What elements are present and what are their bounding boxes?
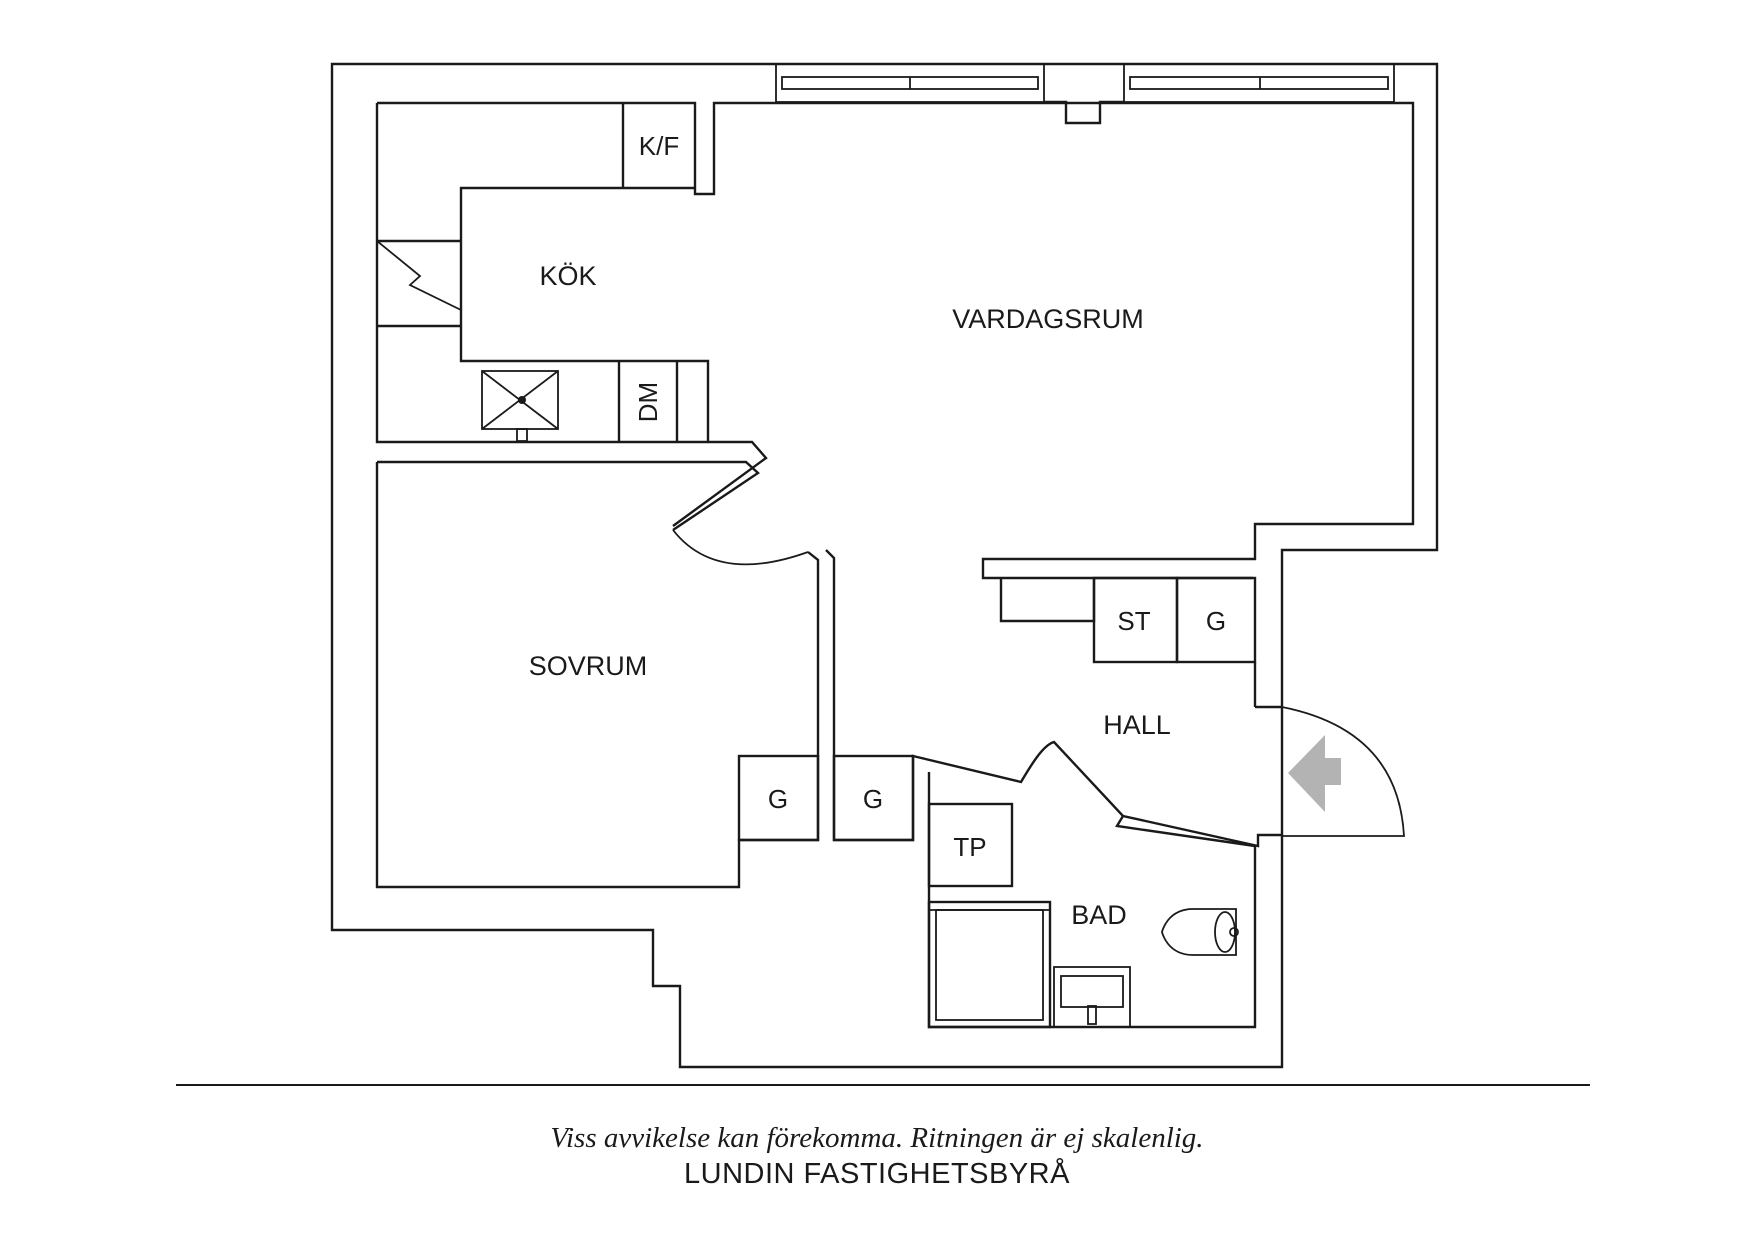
wardrobe-hall-left-box — [832, 754, 915, 842]
entrance-door-swing — [1281, 706, 1405, 837]
washer-dryer-box — [927, 802, 1014, 888]
room-label-living-room: VARDAGSRUM — [952, 304, 1144, 334]
toilet-icon — [1161, 908, 1239, 956]
bedroom-door-swing — [672, 529, 809, 566]
kitchen-cabinet-outline — [459, 186, 695, 346]
inner-wall-kitchen-living — [377, 101, 1415, 580]
fixture-label-wardrobe-hall-left: G — [863, 784, 883, 814]
outer-wall — [330, 62, 1439, 1069]
washbasin-icon — [1053, 966, 1131, 1028]
window-right — [1123, 63, 1395, 103]
footer-divider — [176, 1084, 1590, 1086]
entrance-arrow-icon — [1288, 735, 1341, 812]
disclaimer-text: Viss avvikelse kan förekomma. Ritningen … — [550, 1122, 1204, 1154]
bedroom-wall — [377, 460, 760, 531]
fixture-label-wardrobe-hall-right: G — [1206, 606, 1226, 636]
wardrobe-hall-right-box — [1175, 576, 1257, 664]
room-label-hall: HALL — [1103, 710, 1171, 740]
window-pillar — [1044, 100, 1124, 125]
room-label-bathroom: BAD — [1071, 900, 1127, 930]
fixture-label-washer-dryer: TP — [953, 832, 986, 862]
fixture-label-fridge-freezer: K/F — [639, 131, 679, 161]
wardrobe-bedroom-box — [737, 754, 820, 842]
company-name: LUNDIN FASTIGHETSBYRÅ — [684, 1158, 1070, 1190]
stove-icon — [376, 240, 462, 311]
hall-shelf — [999, 578, 1096, 623]
fixture-label-dishwasher: DM — [633, 382, 663, 422]
shower-icon — [927, 900, 1052, 1029]
sink-icon — [481, 370, 559, 442]
bathroom-inner-wall — [1115, 815, 1256, 848]
window-left — [775, 63, 1045, 103]
fixture-label-storage: ST — [1117, 606, 1150, 636]
fixture-label-wardrobe-bedroom: G — [768, 784, 788, 814]
kitchen-upper-block — [375, 103, 768, 527]
hall-partition — [825, 549, 1282, 848]
kitchen-lower-counter — [459, 346, 710, 442]
room-label-bedroom: SOVRUM — [529, 651, 648, 681]
room-label-kitchen: KÖK — [539, 261, 596, 291]
